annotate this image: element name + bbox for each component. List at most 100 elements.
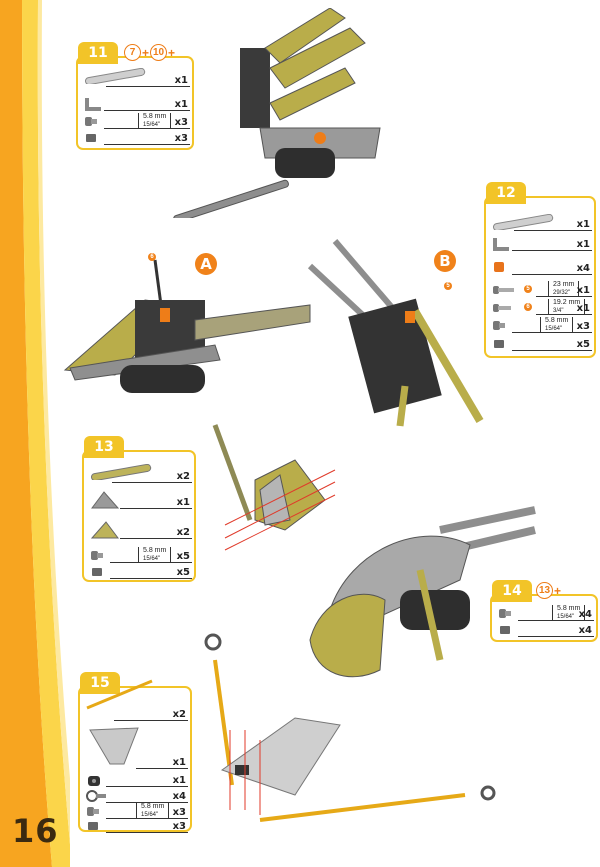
step-number: 12	[496, 185, 516, 201]
plus-sign: +	[142, 45, 150, 60]
parts-row: x1	[490, 214, 592, 232]
callout-dot: 5	[444, 282, 452, 290]
row-rule	[514, 230, 592, 231]
triangle-plate-icon	[91, 491, 120, 509]
part-quantity: x5	[576, 339, 590, 350]
callout-badge-a: A	[195, 253, 217, 275]
dimension-inch: 3/4"	[553, 308, 564, 314]
step-14-illustration	[309, 506, 536, 678]
part-quantity: x1	[172, 757, 186, 768]
parts-card	[490, 594, 598, 642]
row-rule	[136, 768, 188, 769]
step-11-illustration	[173, 8, 381, 218]
part-quantity: x3	[174, 133, 188, 144]
callout-dot: 6	[524, 303, 532, 311]
rod-icon	[86, 679, 153, 710]
step-number: 14	[502, 583, 522, 599]
step-tab: 15	[80, 672, 120, 694]
step-15-illustration	[204, 633, 496, 822]
step-number: 13	[94, 439, 114, 455]
part-quantity: x1	[172, 775, 186, 786]
strip-icon	[492, 214, 554, 230]
dimension-mm: 5.8 mm	[143, 547, 167, 554]
parts-row: x3	[82, 130, 190, 146]
screw-icon	[91, 551, 103, 560]
row-rule	[512, 332, 592, 333]
part-quantity: x1	[176, 497, 190, 508]
plus-sign: +	[168, 45, 176, 60]
part-quantity: x4	[578, 625, 592, 636]
part-quantity: x5	[176, 567, 190, 578]
screw-icon	[85, 117, 97, 126]
parts-row: x4	[84, 788, 188, 804]
dimension-mm: 19.2 mm	[553, 299, 581, 306]
step-tab: 12	[486, 182, 526, 204]
row-rule	[106, 818, 188, 819]
parts-row: x1	[84, 726, 188, 770]
part-quantity: x3	[172, 807, 186, 818]
dimension-inch: 15/64"	[557, 614, 575, 620]
part-quantity: x3	[174, 117, 188, 128]
part-quantity: x2	[176, 471, 190, 482]
parts-row: x5	[88, 564, 192, 580]
callout-badge-b: B	[434, 250, 456, 272]
step-number: 15	[90, 675, 110, 691]
hinge-icon	[88, 776, 100, 786]
prereq-step: 10	[150, 44, 168, 61]
step-tab: 11	[78, 42, 118, 64]
dimension-mm: 5.8 mm	[143, 113, 167, 120]
part-quantity: x1	[576, 239, 590, 250]
part-quantity: x3	[576, 321, 590, 332]
parts-card	[78, 686, 192, 832]
nut-icon	[92, 568, 102, 576]
angle-bracket-icon	[85, 98, 101, 111]
part-quantity: x2	[176, 527, 190, 538]
spacer-icon	[494, 262, 504, 272]
angle-bracket-icon	[493, 238, 509, 251]
prereq-step: 7	[124, 44, 141, 61]
dimension-inch: 15/64"	[141, 812, 159, 818]
nut-icon	[494, 340, 504, 348]
dimension-inch: 15/64"	[143, 122, 161, 128]
parts-row: x5	[490, 336, 592, 352]
dimension-mm: 5.8 mm	[545, 317, 569, 324]
step-13-illustration	[212, 424, 336, 551]
row-rule	[512, 250, 592, 251]
bolt-icon	[493, 304, 511, 312]
row-rule	[512, 274, 592, 275]
step-tab: 13	[84, 436, 124, 458]
parts-row: x1	[82, 96, 190, 112]
callout-b-illustration	[307, 239, 484, 427]
part-quantity: x4	[172, 791, 186, 802]
prereq-step: 13	[536, 582, 553, 599]
screw-icon	[499, 609, 511, 618]
screw-icon	[87, 807, 99, 816]
part-dimension: 5.8 mm 15/64"	[552, 605, 586, 621]
prereq-steps: 7+ 10+	[124, 44, 175, 61]
nut-icon	[86, 134, 96, 142]
page-number: 16	[12, 812, 59, 850]
part-quantity: x1	[174, 75, 188, 86]
row-rule	[120, 508, 192, 509]
row-rule	[120, 538, 192, 539]
row-rule	[110, 562, 192, 563]
nut-icon	[500, 626, 510, 634]
callout-dot: 5	[524, 285, 532, 293]
parts-row: x1	[88, 490, 192, 510]
dimension-mm: 5.8 mm	[557, 605, 581, 612]
part-dimension: 19.2 mm 3/4"	[548, 299, 586, 315]
row-rule	[106, 786, 188, 787]
part-quantity: x5	[176, 551, 190, 562]
